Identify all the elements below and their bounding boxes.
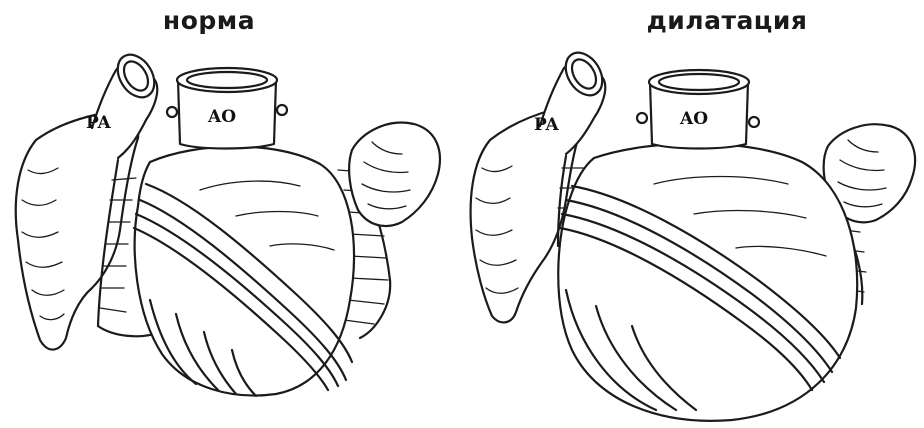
heart-illustration-normal: PA [0,50,462,428]
label-ao: AO [207,107,236,127]
panel-normal: норма PA [0,0,462,428]
right-side-appendage [349,123,440,226]
label-pa: PA [534,115,560,135]
panel-title-dilated: дилатация [496,6,924,35]
aorta: AO [167,68,287,149]
aorta: AO [637,70,759,149]
label-pa: PA [86,113,112,133]
ventricle-body [558,143,857,420]
heart-illustration-dilated: PA [462,50,924,428]
label-ao: AO [679,109,708,129]
panel-dilated: дилатация PA [462,0,924,428]
panel-title-normal: норма [0,6,440,35]
ventricle-body [134,147,354,397]
